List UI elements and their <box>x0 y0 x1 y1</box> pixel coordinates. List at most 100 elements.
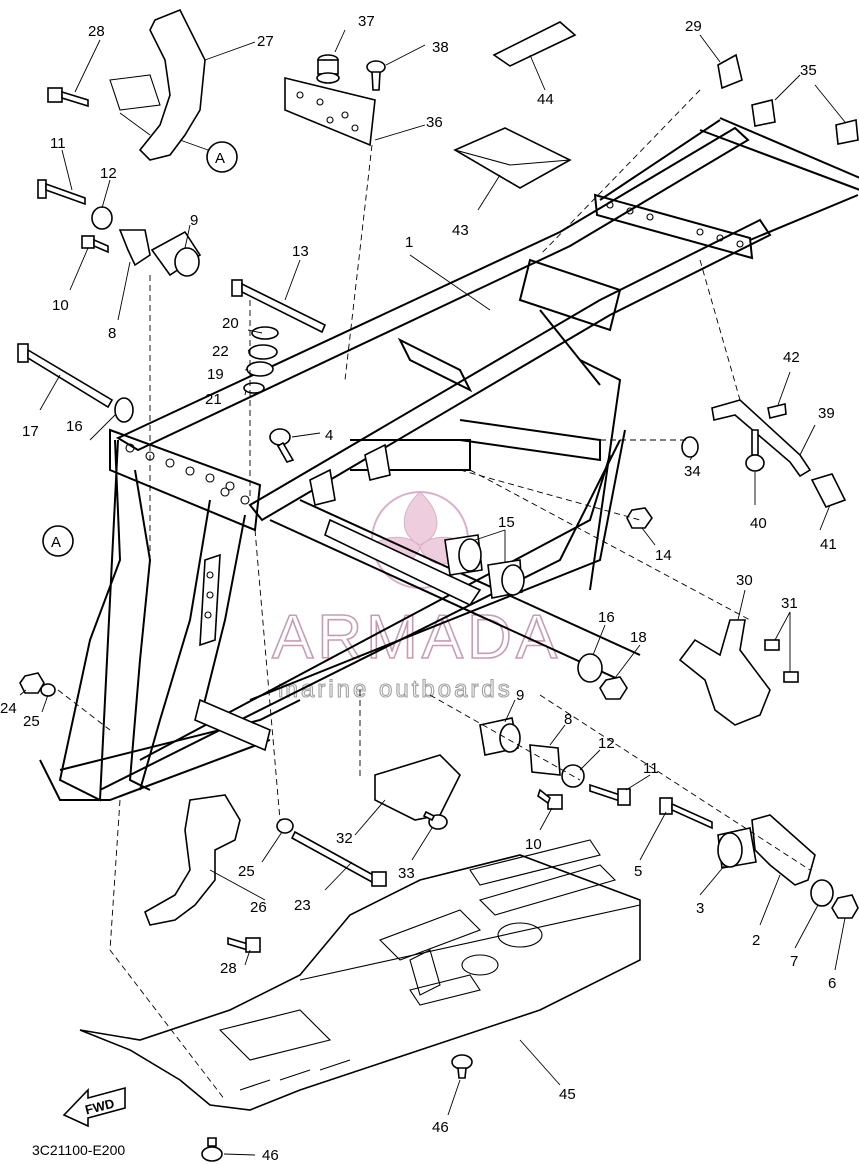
cap-29 <box>717 53 743 90</box>
callout-43: 43 <box>452 222 469 239</box>
mount-8-top <box>118 229 151 267</box>
callout-46a: 46 <box>432 1119 449 1136</box>
nut-6 <box>831 894 859 919</box>
nut-14 <box>626 507 653 529</box>
cap-35a <box>751 99 776 127</box>
callout-39: 39 <box>818 405 835 422</box>
bolt-23 <box>290 830 387 887</box>
callout-37: 37 <box>358 13 375 30</box>
bolt-40 <box>745 429 765 472</box>
callout-26: 26 <box>250 899 267 916</box>
washer-16-top <box>114 397 134 423</box>
callout-16b: 16 <box>598 609 615 626</box>
callout-4: 4 <box>325 427 333 444</box>
callout-11a: 11 <box>50 135 66 152</box>
nut-24 <box>19 672 45 694</box>
callout-7: 7 <box>790 953 798 970</box>
collar-12-top <box>91 206 113 230</box>
bracket-32 <box>374 754 461 821</box>
callout-16a: 16 <box>66 418 83 435</box>
callout-38: 38 <box>432 39 449 56</box>
bolt-5 <box>659 797 713 830</box>
washer-25-lower <box>276 818 294 834</box>
callout-13: 13 <box>292 243 309 260</box>
callout-30: 30 <box>736 572 753 589</box>
bolt-13 <box>231 279 327 334</box>
washer-16-lower <box>577 653 603 683</box>
sleeve-41 <box>810 473 847 508</box>
bolt-11-top <box>37 179 86 206</box>
callout-5: 5 <box>634 863 642 880</box>
pouch-43 <box>453 127 572 189</box>
bolt-46-bottom <box>201 1137 223 1162</box>
callout-20: 20 <box>222 315 239 332</box>
callout-8b: 8 <box>564 711 572 728</box>
washer-20 <box>251 326 279 340</box>
callout-45: 45 <box>559 1086 576 1103</box>
callout-12b: 12 <box>598 735 615 752</box>
bracket-30 <box>678 619 771 726</box>
callout-3: 3 <box>696 900 704 917</box>
washer-21 <box>243 382 265 394</box>
callout-2: 2 <box>752 932 760 949</box>
callout-27: 27 <box>257 33 274 50</box>
bolt-11-lower <box>589 783 631 806</box>
callout-1: 1 <box>405 234 413 251</box>
watermark: ARMADA marine outboards <box>271 491 558 704</box>
callout-10a: 10 <box>52 297 69 314</box>
callout-28a: 28 <box>88 23 105 40</box>
view-marker-a-left: A <box>42 525 74 557</box>
callout-14: 14 <box>655 547 672 564</box>
callout-24: 24 <box>0 700 17 717</box>
clamp-42 <box>767 403 787 419</box>
fwd-arrow-icon: FWD <box>62 1086 126 1128</box>
drawing-code: 3C21100-E200 <box>32 1142 125 1158</box>
watermark-tagline: marine outboards <box>278 676 513 703</box>
callout-33: 33 <box>398 865 415 882</box>
bracket-36 <box>284 76 376 147</box>
callout-32: 32 <box>336 830 353 847</box>
bracket-26 <box>144 794 241 926</box>
view-marker-a-top: A <box>206 141 238 173</box>
callout-17: 17 <box>22 423 39 440</box>
bolt-28-top <box>47 87 89 108</box>
callout-labels: 1 2 3 4 5 6 7 8 8 9 9 10 10 11 11 12 12 … <box>0 13 837 1164</box>
view-marker-a-top-label: A <box>215 150 225 167</box>
washer-22 <box>248 344 278 360</box>
bolt-10-lower <box>537 788 563 810</box>
screw-38 <box>366 60 386 91</box>
callout-25a: 25 <box>23 713 40 730</box>
callout-12a: 12 <box>100 165 117 182</box>
grommet-37 <box>316 54 340 84</box>
callout-8a: 8 <box>108 325 116 342</box>
pipe-39 <box>711 399 812 478</box>
bolt-46-mid <box>451 1054 473 1079</box>
leader-lines <box>19 29 846 1156</box>
bolt-17 <box>17 343 114 409</box>
rubber-9-lower <box>479 717 521 756</box>
bolt-10-top <box>81 235 109 254</box>
bracket-27 <box>138 8 206 161</box>
callout-35: 35 <box>800 62 817 79</box>
assembly-lines <box>57 89 811 1101</box>
callout-46b: 46 <box>262 1147 279 1164</box>
callout-44: 44 <box>537 91 554 108</box>
skid-plate <box>79 839 641 1111</box>
bolt-31 <box>764 639 799 683</box>
cap-35b <box>835 118 859 145</box>
callout-31: 31 <box>781 595 798 612</box>
callout-42: 42 <box>783 349 800 366</box>
nut-18 <box>599 676 628 700</box>
callout-23: 23 <box>294 897 311 914</box>
callout-34: 34 <box>684 463 701 480</box>
rubber-9-top <box>150 230 202 277</box>
callout-28b: 28 <box>220 960 237 977</box>
callout-9a: 9 <box>190 212 198 229</box>
callout-40: 40 <box>750 515 767 532</box>
main-frame <box>39 117 859 802</box>
clip-44 <box>492 21 577 67</box>
callout-19: 19 <box>207 366 224 383</box>
rubber-15 <box>444 534 525 599</box>
rubber-3 <box>717 827 757 869</box>
